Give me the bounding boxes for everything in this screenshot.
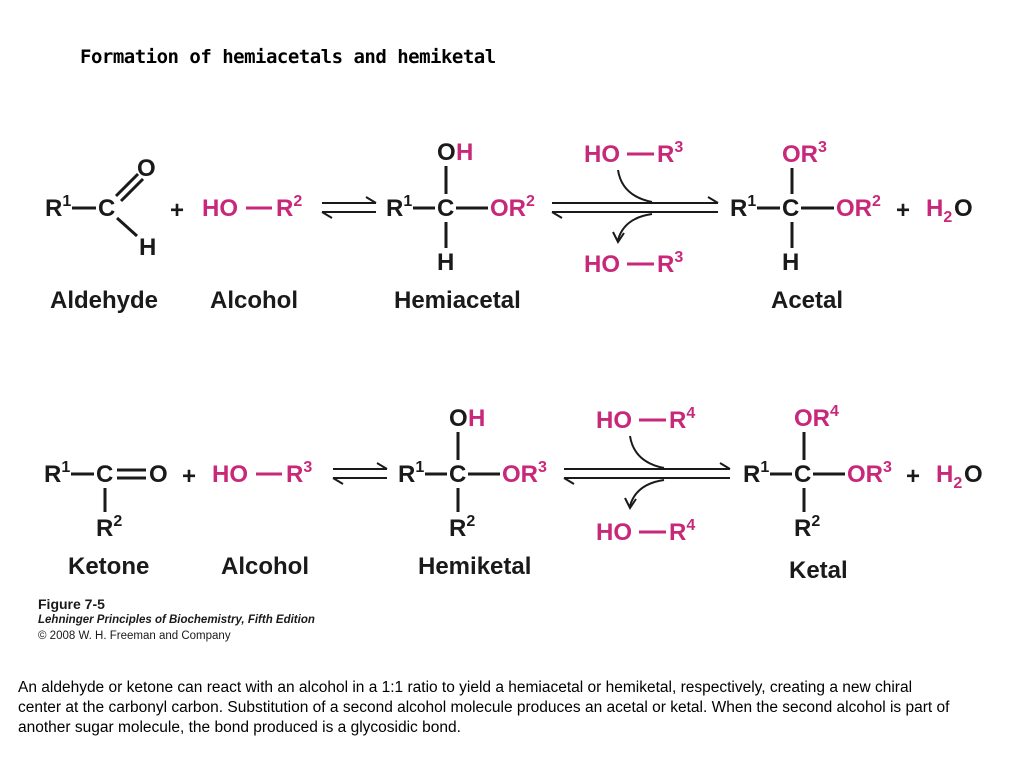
ketone-structure: R1 C O R2: [44, 459, 168, 542]
water-2: H2 O: [936, 461, 983, 492]
svg-text:C: C: [794, 461, 811, 488]
svg-text:R2: R2: [794, 513, 820, 542]
svg-text:R1: R1: [398, 459, 424, 488]
svg-text:OR2: OR2: [490, 193, 535, 222]
svg-text:C: C: [98, 195, 115, 222]
svg-text:HO: HO: [596, 519, 632, 546]
svg-text:R1: R1: [44, 459, 70, 488]
hemiketal-structure: O H R1 C OR3 R2: [398, 405, 547, 542]
svg-text:R1: R1: [386, 193, 412, 222]
caption-text: An aldehyde or ketone can react with an …: [18, 679, 950, 736]
page-title: Formation of hemiacetals and hemiketal: [80, 46, 496, 68]
svg-text:R1: R1: [743, 459, 769, 488]
svg-text:R2: R2: [449, 513, 475, 542]
svg-text:+: +: [896, 197, 910, 224]
svg-text:OR2: OR2: [836, 193, 881, 222]
svg-text:HO: HO: [584, 141, 620, 168]
label-acetal: Acetal: [771, 287, 843, 314]
label-hemiacetal: Hemiacetal: [394, 287, 521, 314]
svg-text:O: O: [149, 461, 168, 488]
svg-text:R1: R1: [730, 193, 756, 222]
svg-text:HO: HO: [202, 195, 238, 222]
label-hemiketal: Hemiketal: [418, 553, 531, 580]
aldehyde-structure: R1 C O H: [45, 155, 156, 261]
alcohol-in-out-1: HO R3 HO R3: [551, 139, 719, 278]
alcohol-in-out-2: HO R4 HO R4: [563, 405, 731, 546]
book-title: Lehninger Principles of Biochemistry, Fi…: [38, 614, 315, 626]
label-alcohol-2: Alcohol: [221, 553, 309, 580]
alcohol-structure-1: HO R2: [202, 193, 302, 222]
svg-text:H: H: [139, 234, 156, 261]
svg-text:OR3: OR3: [782, 139, 827, 168]
svg-text:O: O: [137, 155, 156, 182]
svg-text:OR4: OR4: [794, 403, 839, 432]
svg-text:H: H: [437, 249, 454, 276]
svg-text:HO: HO: [596, 407, 632, 434]
equilibrium-arrow-2: [332, 462, 388, 485]
svg-text:R2: R2: [276, 193, 302, 222]
svg-text:R3: R3: [657, 249, 683, 278]
svg-text:OR3: OR3: [502, 459, 547, 488]
svg-text:HO: HO: [584, 251, 620, 278]
plus-sign: +: [170, 197, 184, 224]
svg-text:R3: R3: [286, 459, 312, 488]
label-ketal: Ketal: [789, 557, 848, 584]
svg-text:C: C: [96, 461, 113, 488]
label-aldehyde: Aldehyde: [50, 287, 158, 314]
svg-text:R4: R4: [669, 405, 695, 434]
svg-text:H: H: [782, 249, 799, 276]
svg-text:O: O: [449, 405, 468, 432]
svg-text:O: O: [437, 139, 456, 166]
equilibrium-arrow-1: [321, 196, 377, 219]
acetal-structure: OR3 R1 C OR2 H: [730, 139, 881, 276]
label-alcohol-1: Alcohol: [210, 287, 298, 314]
svg-text:H2: H2: [936, 461, 962, 492]
svg-text:+: +: [906, 463, 920, 490]
svg-text:R1: R1: [45, 193, 71, 222]
svg-text:O: O: [954, 195, 973, 222]
ketal-structure: OR4 R1 C OR3 R2: [743, 403, 892, 542]
label-ketone: Ketone: [68, 553, 149, 580]
svg-text:HO: HO: [212, 461, 248, 488]
hemiacetal-structure: O H R1 C OR2 H: [386, 139, 535, 276]
figure-credit: Figure 7-5 Lehninger Principles of Bioch…: [38, 596, 315, 644]
svg-text:C: C: [437, 195, 454, 222]
figure-number: Figure 7-5: [38, 596, 105, 612]
svg-text:H2: H2: [926, 195, 952, 226]
svg-text:+: +: [182, 463, 196, 490]
water-1: H2 O: [926, 195, 973, 226]
reaction-diagram: R1 C O H + HO R2 O H R1 C OR2 H HO R3: [44, 139, 983, 584]
svg-text:H: H: [468, 405, 485, 432]
svg-text:R4: R4: [669, 517, 695, 546]
alcohol-structure-2: HO R3: [212, 459, 312, 488]
svg-text:C: C: [449, 461, 466, 488]
svg-text:C: C: [782, 195, 799, 222]
svg-text:OR3: OR3: [847, 459, 892, 488]
svg-text:O: O: [964, 461, 983, 488]
svg-text:H: H: [456, 139, 473, 166]
svg-text:R2: R2: [96, 513, 122, 542]
copyright: © 2008 W. H. Freeman and Company: [38, 630, 231, 642]
svg-text:R3: R3: [657, 139, 683, 168]
